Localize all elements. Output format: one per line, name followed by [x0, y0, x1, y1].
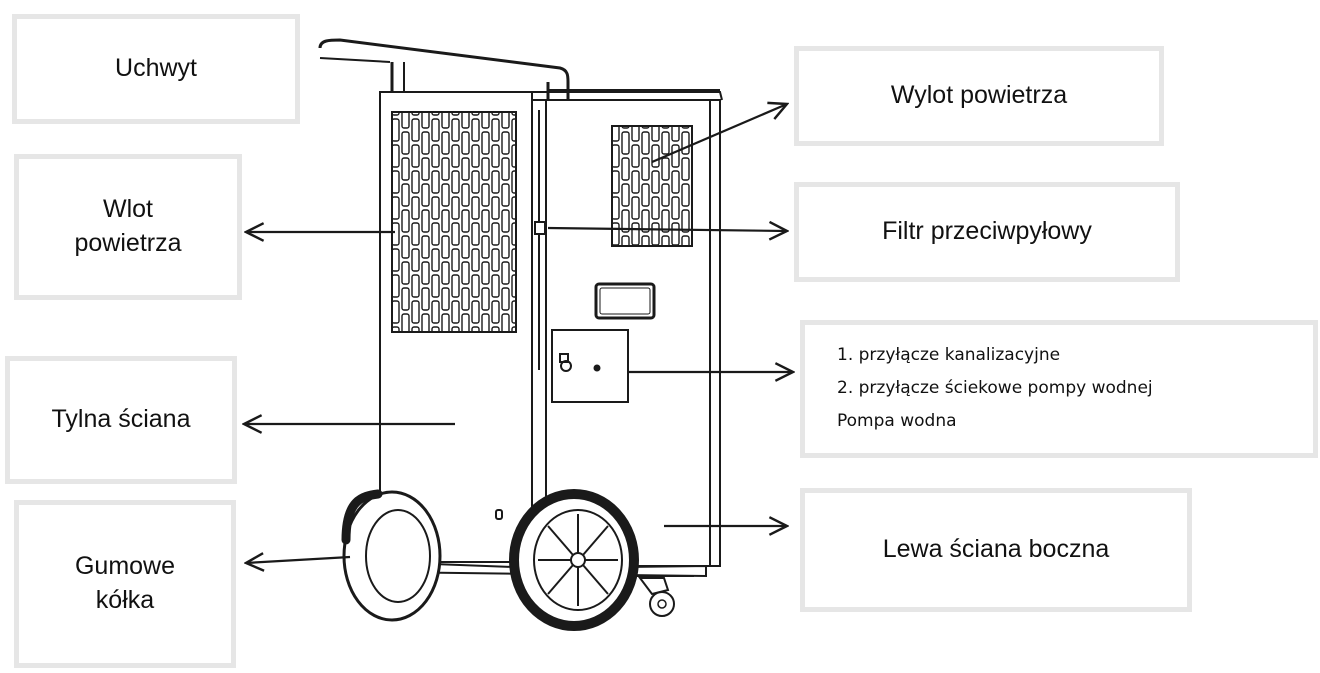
- label-rubber-wheels: Gumowe kółka: [14, 500, 236, 668]
- label-air-outlet: Wylot powietrza: [794, 46, 1164, 146]
- label-connections-item: 1. przyłącze kanalizacyjne: [837, 345, 1061, 365]
- label-connections: 1. przyłącze kanalizacyjne 2. przyłącze …: [800, 320, 1318, 458]
- label-air-outlet-text: Wylot powietrza: [890, 81, 1068, 110]
- label-left-side-wall-text: Lewa ściana boczna: [882, 535, 1110, 564]
- label-left-side-wall: Lewa ściana boczna: [800, 488, 1192, 612]
- label-air-inlet-line2: powietrza: [74, 229, 182, 257]
- label-connections-item: Pompa wodna: [837, 411, 957, 431]
- label-air-inlet: Wlot powietrza: [14, 154, 242, 300]
- label-back-wall: Tylna ściana: [5, 356, 237, 484]
- label-handle: Uchwyt: [12, 14, 300, 124]
- arrow-rubber-wheels: [246, 557, 351, 563]
- label-dust-filter: Filtr przeciwpyłowy: [794, 182, 1180, 282]
- callout-arrows: [244, 104, 793, 563]
- arrow-air-outlet: [651, 104, 787, 164]
- device-body: [318, 38, 723, 631]
- label-back-wall-text: Tylna ściana: [51, 405, 191, 434]
- label-rubber-wheels-line2: kółka: [95, 586, 155, 614]
- label-dust-filter-text: Filtr przeciwpyłowy: [882, 217, 1092, 246]
- arrow-dust-filter: [547, 228, 787, 231]
- label-air-inlet-line1: Wlot: [103, 195, 153, 224]
- label-connections-item: 2. przyłącze ściekowe pompy wodnej: [837, 378, 1153, 398]
- label-rubber-wheels-line1: Gumowe: [74, 552, 176, 581]
- label-handle-text: Uchwyt: [115, 54, 197, 83]
